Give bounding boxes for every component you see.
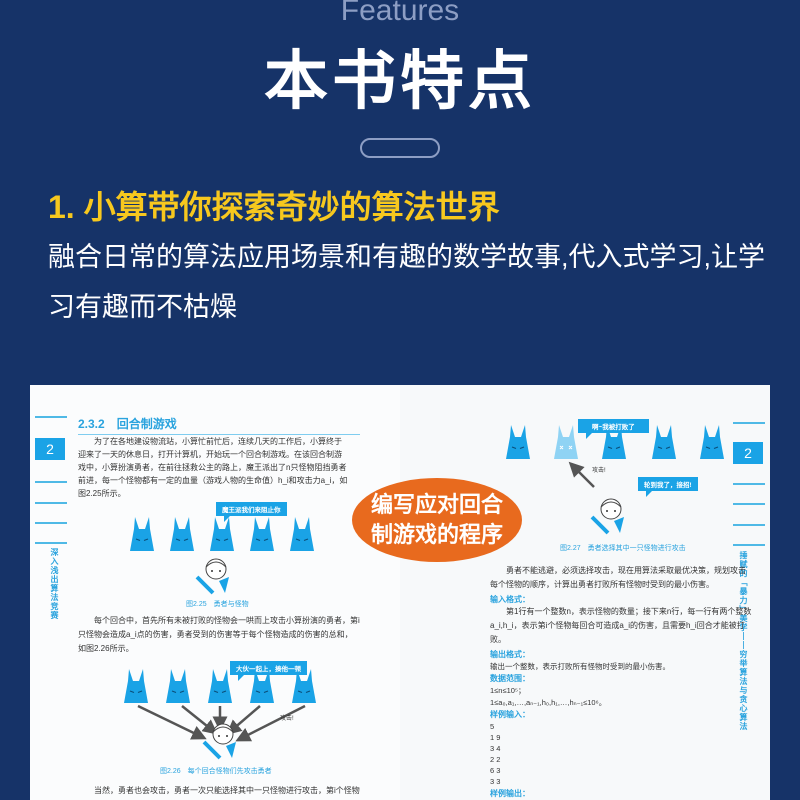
attack-arrow [568,461,595,488]
divider [35,502,67,504]
callout-line-2: 制游戏的程序 [370,522,503,547]
book-spread: 2 深入浅出算法竞赛 2.3.2 回合制游戏 为了在各地建设物流站，小算忙前忙后… [30,385,770,800]
attack-label: 攻击! [280,716,294,722]
input-format-label: 输入格式： [490,595,530,604]
data-range-1: 1≤n≤10⁵； [490,686,526,695]
chapter-number-tab: 2 [733,442,763,464]
paragraph: 当然，勇者也会攻击，勇者一次只能选择其中一只怪物进行攻击，第i个怪物 [94,786,360,795]
divider [733,422,765,424]
feature-description: 融合日常的算法应用场景和有趣的数学故事,代入式学习,让学习有趣而不枯燥 [48,242,766,322]
speech-bubble: 大伙一起上，揍他一顿 [230,661,307,681]
right-page: 2 捶赋的「暴力」美学——穷举算法与贪心算法 啊~我被打败了 攻击! 轮到我了，… [400,385,770,800]
section-heading: 2.3.2 回合制游戏 [78,415,360,435]
monster-icon [246,669,278,703]
monster-icon [502,425,534,459]
divider [733,483,765,485]
monster-icon [696,425,728,459]
monster-icon [206,517,238,551]
divider [733,544,765,546]
chapter-number-tab: 2 [35,438,65,460]
output-format-text: 输出一个整数，表示打败所有怪物时受到的最小伤害。 [490,662,670,671]
paragraph: 第1行有一个整数n，表示怪物的数量；接下来n行，每一行有两个整数a_i,h_i，… [490,607,752,644]
side-title: 深入浅出算法竞赛 [50,548,59,620]
sample-input-line: 3 4 [490,744,501,753]
paragraph: 为了在各地建设物流站，小算忙前忙后，连续几天的工作后，小算终于迎来了一天的休息日… [78,437,348,498]
divider [35,416,67,418]
divider [35,481,67,483]
figure-caption: 图2.27 勇者选择其中一只怪物进行攻击 [560,545,686,552]
paragraph: 每个回合中，首先所有未被打败的怪物会一哄而上攻击小算扮演的勇者，第i只怪物会造成… [78,616,360,653]
monster-icon [120,669,152,703]
page-title: 本书特点 [264,45,536,117]
hero-illustration [590,491,632,536]
sample-input-label: 样例输入： [490,710,530,719]
figure-caption: 图2.25 勇者与怪物 [186,601,249,608]
hero-illustration [195,551,237,596]
monster-icon [598,425,630,459]
monster-icon [286,517,318,551]
divider [35,542,67,544]
callout-bubble: 编写应对回合 制游戏的程序 [352,478,522,562]
attack-arrows [137,704,306,742]
monster-icon [648,425,680,459]
monster-icon [288,669,320,703]
divider [35,522,67,524]
monster-icon [126,517,158,551]
sample-input-line: 6 3 [490,766,501,775]
sample-input-line: 5 [490,722,495,731]
sample-input-line: 1 9 [490,733,501,742]
callout-line-1: 编写应对回合 [370,492,503,517]
side-title: 捶赋的「暴力」美学——穷举算法与贪心算法 [739,551,748,731]
divider [733,503,765,505]
speech-bubble: 啊~我被打败了 [578,419,649,439]
monster-icon [204,669,236,703]
feature-heading: 1. 小算带你探索奇妙的算法世界 [48,189,500,225]
defeated-monster-icon [550,425,582,459]
speech-bubble: 轮到我了，接招! [638,477,698,497]
data-range-label: 数据范围： [490,674,530,683]
attack-label: 攻击! [592,468,606,474]
monster-icon [162,669,194,703]
eyebrow-text: Features [340,0,460,27]
hero-illustration [202,716,244,761]
monster-icon [246,517,278,551]
divider [733,524,765,526]
output-format-label: 输出格式： [490,650,530,659]
figure-caption: 图2.26 每个回合怪物们先攻击勇者 [160,768,272,775]
sample-output-label: 样例输出： [490,789,530,798]
left-page: 2 深入浅出算法竞赛 2.3.2 回合制游戏 为了在各地建设物流站，小算忙前忙后… [30,385,400,800]
monster-icon [166,517,198,551]
paragraph: 勇者不能逃避，必须选择攻击，现在用算法采取最优决策，规划攻击每个怪物的顺序，计算… [490,566,746,589]
data-range-2: 1≤a₀,a₁,…,aₙ₋₁,h₀,h₁,…,hₙ₋₁≤10⁶。 [490,698,607,707]
sample-input-line: 2 2 [490,755,501,764]
sample-input-line: 3 3 [490,777,501,786]
decorative-pill [360,138,440,158]
speech-bubble: 魔王派我们来阻止你 [216,502,287,522]
